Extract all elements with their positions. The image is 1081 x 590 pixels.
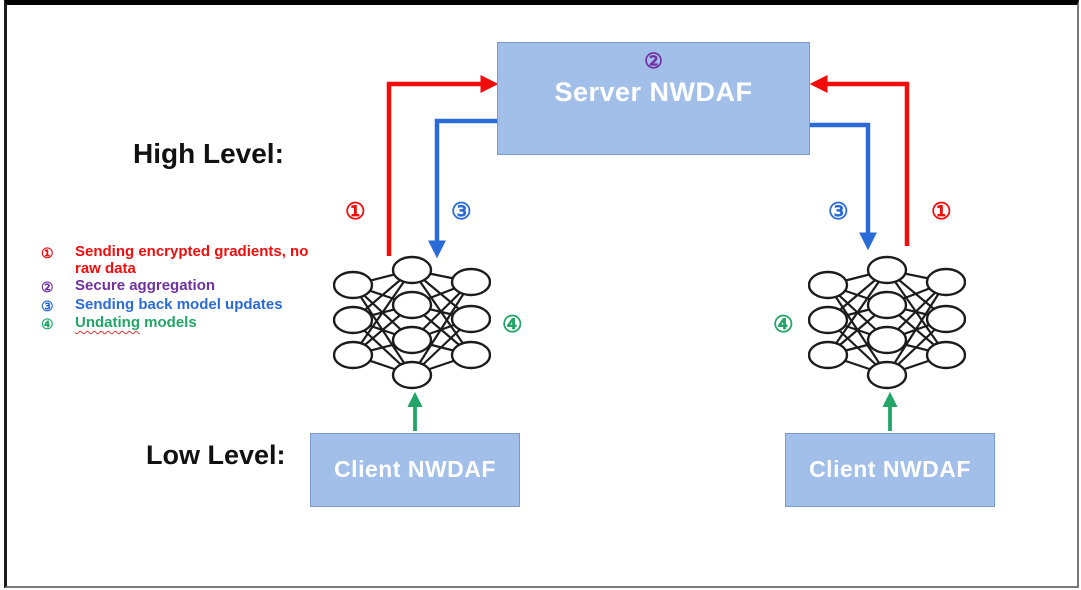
legend-item-1: ① Sending encrypted gradients, no raw da… [41, 243, 313, 277]
legend-num-3: ③ [41, 297, 54, 314]
legend-text-2: Secure aggregation [75, 277, 216, 294]
legend-num-1: ① [41, 245, 54, 261]
legend-text-4-misspelled-word: Undating [75, 314, 140, 331]
legend-text-4: Undating models [75, 314, 313, 332]
legend-item-2: ② Secure aggregation [41, 277, 313, 296]
legend-text-3: Sending back model updates [75, 295, 283, 313]
neural-network-right [808, 255, 966, 390]
client-nwdaf-title-left: Client NWDAF [334, 456, 496, 482]
arrow-gradients-right [809, 75, 910, 246]
legend-text-4-rest: models [144, 314, 197, 331]
nn-nodes [808, 255, 966, 390]
high-level-label: High Level: [133, 138, 284, 169]
flow-step-3-left: ③ [451, 198, 472, 224]
legend: ① Sending encrypted gradients, no raw da… [41, 243, 313, 334]
legend-item-4: ④ Undating models [41, 314, 313, 333]
neural-network-left [333, 255, 491, 390]
server-nwdaf-title: Server NWDAF [554, 77, 753, 107]
legend-num-2: ② [41, 279, 54, 295]
flow-step-1-left: ① [345, 198, 366, 224]
nn-nodes [333, 255, 491, 390]
legend-num-4: ④ [41, 316, 54, 332]
arrow-model-updates-left [428, 118, 497, 259]
legend-item-3: ③ Sending back model updates [41, 295, 313, 315]
arrow-gradients-left [386, 75, 499, 256]
legend-text-1: Sending encrypted gradients, no raw data [75, 243, 309, 277]
client-nwdaf-box-right: Client NWDAF [785, 433, 995, 507]
flow-step-1-right: ① [931, 198, 952, 224]
flow-step-4-right: ④ [773, 311, 794, 337]
flow-step-3-right: ③ [828, 198, 849, 224]
client-nwdaf-box-left: Client NWDAF [310, 433, 520, 507]
client-nwdaf-title-right: Client NWDAF [809, 456, 971, 482]
low-level-label: Low Level: [146, 440, 286, 470]
step-2-badge: ② [644, 50, 663, 73]
flow-step-4-left: ④ [502, 311, 523, 337]
arrow-model-updates-right [810, 122, 877, 251]
server-nwdaf-box: ② Server NWDAF [497, 42, 810, 155]
